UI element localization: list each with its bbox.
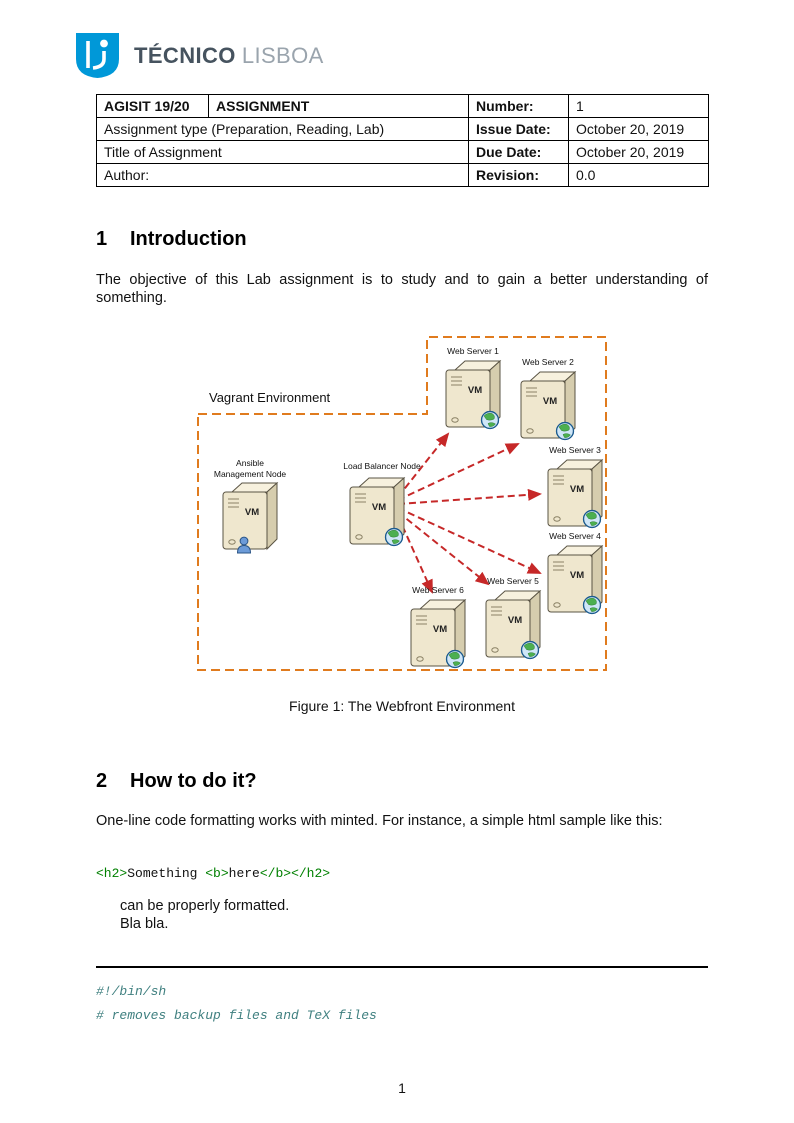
number-label-cell: Number: [468,94,569,118]
number-value-cell: 1 [568,94,709,118]
assignment-header-table: AGISIT 19/20 ASSIGNMENT Number: 1 Assign… [96,94,709,187]
table-row: AGISIT 19/20 ASSIGNMENT Number: 1 [96,94,709,118]
node-label: Web Server 4 [549,531,601,541]
vm-label: VM [372,502,386,513]
globe-icon [445,649,465,669]
brand-name-light: LISBOA [241,42,324,68]
load-balancer-node: Load Balancer Node VM [343,461,421,547]
load-balancer-arrows [397,432,542,594]
section-title: Introduction [130,228,247,250]
section-number: 2 [96,770,108,792]
inline-code-sample: <h2>Something <b>here</b></h2> [96,866,330,881]
node-label: Ansible [236,458,264,468]
note-line: can be properly formatted. [120,898,290,914]
web-server-node-3: Web Server 3 VM [547,445,603,529]
author-cell: Author: [96,163,469,187]
brand-name-strong: TÉCNICO [134,42,236,68]
course-code-cell: AGISIT 19/20 [96,94,209,118]
node-label: Web Server 6 [412,585,464,595]
arrow-to-web-server-1 [397,432,450,498]
intro-paragraph: The objective of this Lab assignment is … [96,272,708,306]
webfront-diagram: Vagrant Environment Ansible Management N… [197,336,607,671]
doc-type-cell: ASSIGNMENT [208,94,469,118]
vm-label: VM [543,396,557,407]
node-label: Web Server 3 [549,445,601,455]
due-date-value-cell: October 20, 2019 [568,140,709,164]
vagrant-environment-label: Vagrant Environment [209,390,331,405]
shebang-line: #!/bin/sh [96,984,167,999]
web-server-node-5: Web Server 5 VM [485,576,541,660]
globe-icon [555,421,575,441]
figure-1: Vagrant Environment Ansible Management N… [96,330,708,675]
globe-icon [384,527,404,547]
tecnico-shield-icon [76,33,119,78]
table-row: Title of Assignment Due Date: October 20… [96,140,709,164]
howto-paragraph: One-line code formatting works with mint… [96,813,663,829]
section-number: 1 [96,228,108,250]
code-text: here [228,866,260,881]
node-label: Web Server 2 [522,357,574,367]
vm-label: VM [433,624,447,635]
title-cell: Title of Assignment [96,140,469,164]
ansible-management-node: Ansible Management Node VM [214,458,287,554]
shield-shape [76,33,119,78]
vm-label: VM [245,507,259,518]
assignment-type-cell: Assignment type (Preparation, Reading, L… [96,117,469,141]
note-block: can be properly formatted. Bla bla. [120,898,708,933]
node-label: Load Balancer Node [343,461,421,471]
web-server-node-1: Web Server 1 VM [445,346,501,430]
node-label: Management Node [214,469,287,479]
vm-label: VM [508,615,522,626]
code-tag: <b> [205,866,229,881]
arrow-to-web-server-5 [397,511,490,586]
revision-value-cell: 0.0 [568,163,709,187]
section-heading-introduction: 1 Introduction [96,228,247,251]
vm-label: VM [570,484,584,495]
vm-label: VM [570,570,584,581]
vagrant-environment-border [197,336,607,671]
vm-label: VM [468,385,482,396]
globe-icon [520,640,540,660]
page-number: 1 [398,1080,406,1096]
web-server-node-6: Web Server 6 VM [410,585,466,669]
node-label: Web Server 5 [487,576,539,586]
globe-icon [582,595,602,615]
note-line: Bla bla. [120,915,169,932]
table-row: Author: Revision: 0.0 [96,163,709,187]
node-label: Web Server 1 [447,346,499,356]
issue-date-value-cell: October 20, 2019 [568,117,709,141]
globe-icon [582,509,602,529]
section-heading-howto: 2 How to do it? [96,770,257,793]
due-date-label-cell: Due Date: [468,140,569,164]
section-title: How to do it? [130,770,257,792]
arrow-to-web-server-3 [397,488,542,505]
arrow-to-web-server-2 [397,443,520,501]
table-row: Assignment type (Preparation, Reading, L… [96,117,709,141]
web-server-node-2: Web Server 2 VM [520,357,576,441]
comment-line: # removes backup files and TeX files [96,1008,377,1023]
code-tag: </h2> [291,866,331,881]
web-server-node-4: Web Server 4 VM [547,531,603,615]
globe-icon [480,410,500,430]
issue-date-label-cell: Issue Date: [468,117,569,141]
shell-listing: #!/bin/sh # removes backup files and TeX… [96,966,708,1028]
code-tag: <h2> [96,866,128,881]
arrow-to-web-server-4 [397,507,542,574]
revision-label-cell: Revision: [468,163,569,187]
code-tag: </b> [259,866,292,881]
figure-caption: Figure 1: The Webfront Environment [289,698,515,714]
code-text: Something [127,866,206,881]
